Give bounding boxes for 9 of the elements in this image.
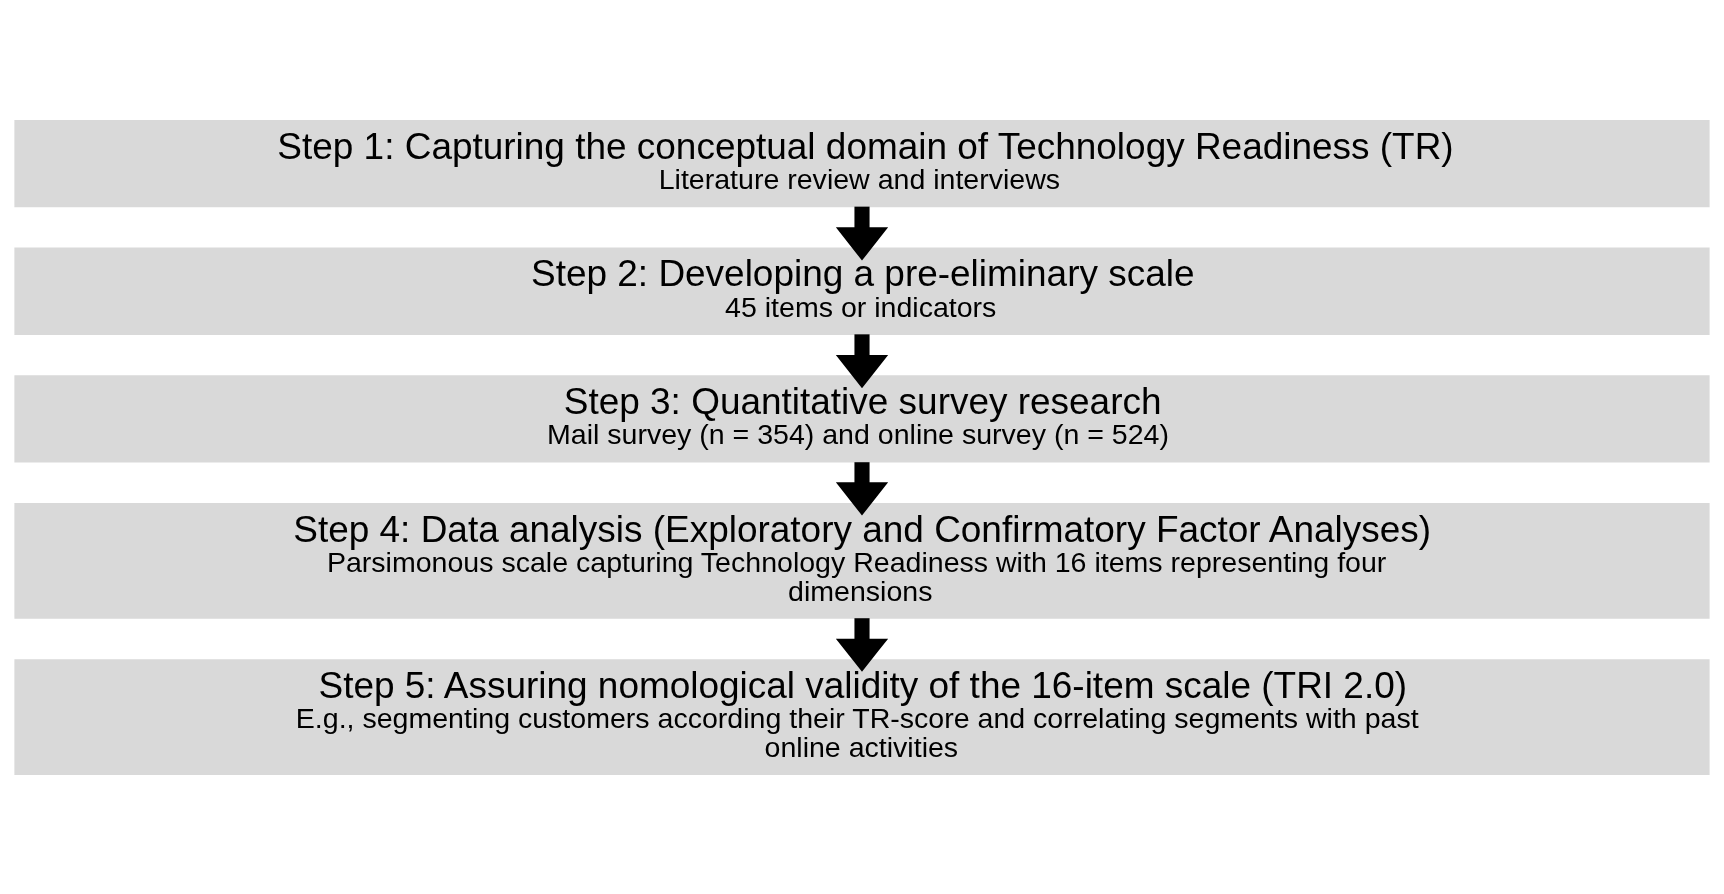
node-box: Step 3: Quantitative survey research Mail survey (n = 354) and online survey (n = 524) — [14, 374, 1710, 463]
node-box: Step 2: Developing a pre-eliminary scale 45 items or indicators — [14, 247, 1710, 335]
arrow — [835, 333, 889, 388]
node-box: Step 5: Assuring nomological validity of the 16-item scale (TRI 2.0) E.g., segmenting customers according their TR-score and correlating segments with past online activities — [14, 658, 1710, 775]
arrow — [835, 206, 889, 261]
node-box: Step 4: Data analysis (Exploratory and Confirmatory Factor Analyses) Parsimonous scale capturing Technology Readiness with 16 items representing four dimensions — [14, 502, 1710, 619]
arrow — [835, 617, 889, 672]
arrow — [835, 461, 889, 516]
node-box: Step 1: Capturing the conceptual domain of Technology Readiness (TR) Literature review and interviews — [14, 119, 1710, 207]
